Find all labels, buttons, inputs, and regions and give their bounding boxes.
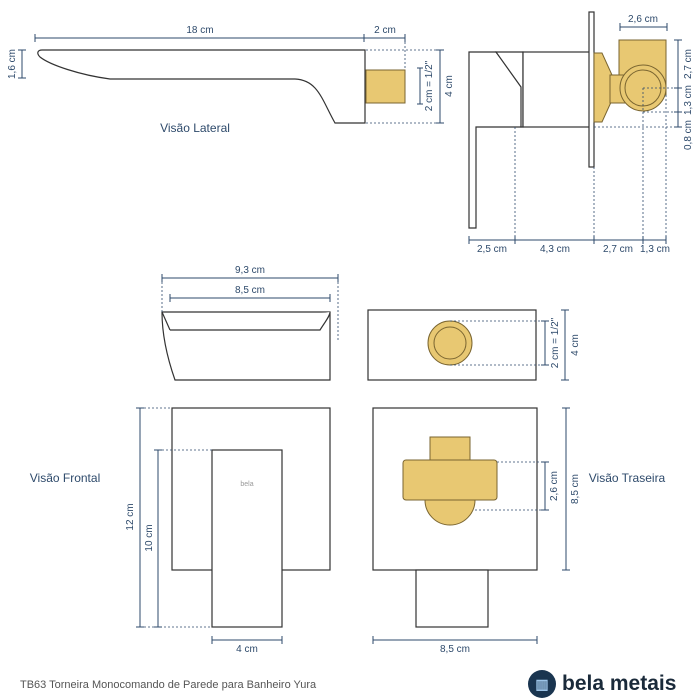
mixer-body-side xyxy=(522,51,591,128)
valve-body-side xyxy=(593,52,613,123)
front-view: bela 12 cm 10 cm 4 cm Visão Frontal xyxy=(30,407,331,655)
brand-logo: ▥ bela metais xyxy=(528,670,676,698)
dim-label: 2,7 cm xyxy=(683,49,694,79)
gold-block-back xyxy=(402,459,498,501)
view-title-frontal: Visão Frontal xyxy=(30,471,100,485)
mixer-side-view: 2,6 cm 2,7 cm 1,3 cm 0,8 cm 2,5 cm 4,3 c… xyxy=(468,11,694,255)
dim-label: 4 cm xyxy=(236,644,258,655)
dim-label: 2 cm = 1/2" xyxy=(424,60,435,111)
dim-label: 18 cm xyxy=(186,25,213,36)
spout-back-view: 2 cm = 1/2" 4 cm xyxy=(367,309,581,381)
dim-label: 12 cm xyxy=(125,503,136,530)
thread-inner-circle xyxy=(433,326,467,360)
gold-top-tab xyxy=(429,436,471,463)
brand-mark: bela xyxy=(240,481,253,488)
wall-plate-side xyxy=(588,11,595,168)
spout-side-outline xyxy=(37,49,366,124)
dim-label: 2,6 cm xyxy=(628,14,658,25)
dim-label: 2,5 cm xyxy=(477,244,507,255)
spout-top-view: 9,3 cm 8,5 cm xyxy=(161,265,339,381)
dim-label: 0,8 cm xyxy=(683,120,694,150)
dim-label: 4,3 cm xyxy=(540,244,570,255)
dim-label: 1,3 cm xyxy=(640,244,670,255)
dim-label: 2 cm = 1/2" xyxy=(550,317,561,368)
lateral-view: 18 cm 2 cm 1,6 cm 2 cm = 1/2" 4 cm Visão… xyxy=(7,25,455,135)
view-title-lateral: Visão Lateral xyxy=(160,121,230,135)
product-caption: TB63 Torneira Monocomando de Parede para… xyxy=(20,679,317,691)
dim-label: 4 cm xyxy=(570,334,581,356)
dim-label: 10 cm xyxy=(144,524,155,551)
dim-label: 2 cm xyxy=(374,25,396,36)
back-view: 2,6 cm 8,5 cm 8,5 cm Visão Traseira xyxy=(372,407,666,655)
brand-logo-icon: ▥ xyxy=(528,670,556,698)
dim-label: 8,5 cm xyxy=(235,285,265,296)
view-title-traseira: Visão Traseira xyxy=(589,471,666,485)
brand-name: bela metais xyxy=(562,672,677,695)
lever-front xyxy=(211,449,283,628)
lever-back xyxy=(415,569,489,628)
dim-label: 9,3 cm xyxy=(235,265,265,276)
spout-top-edge xyxy=(161,311,331,331)
dim-label: 2,6 cm xyxy=(549,471,560,501)
dim-label: 2,7 cm xyxy=(603,244,633,255)
dim-label: 8,5 cm xyxy=(570,474,581,504)
dim-label: 1,6 cm xyxy=(7,49,18,79)
thread-side xyxy=(365,69,406,104)
dim-label: 4 cm xyxy=(444,75,455,97)
dim-label: 8,5 cm xyxy=(440,644,470,655)
valve-semicircle xyxy=(424,499,476,526)
handle-neck xyxy=(494,51,524,128)
dim-label: 1,3 cm xyxy=(683,85,694,115)
